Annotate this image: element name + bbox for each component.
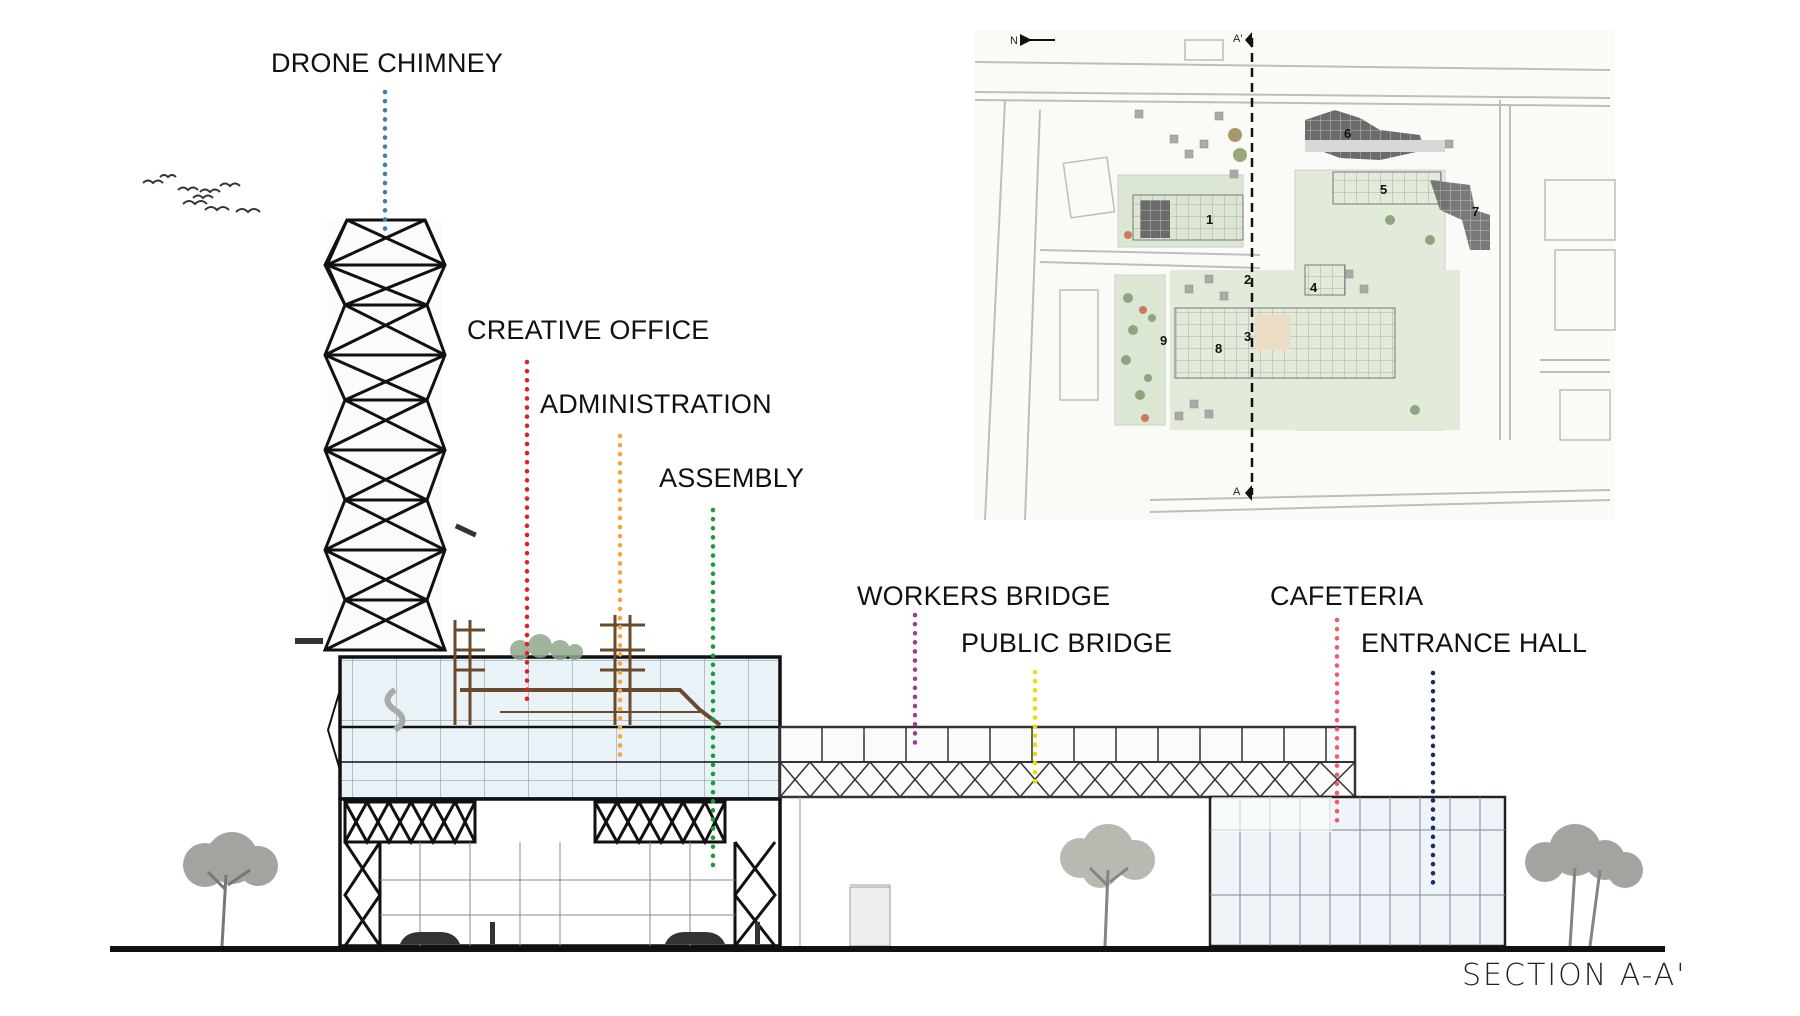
site-plan: A' A N 1 2 3 4 5 6 7 8 9 [974, 30, 1616, 521]
zone-1: 1 [1206, 212, 1213, 227]
zone-3: 3 [1244, 329, 1251, 344]
zone-4: 4 [1310, 280, 1318, 295]
section-title: SECTION A-A' [1462, 958, 1687, 993]
zone-2: 2 [1244, 272, 1251, 287]
zone-7: 7 [1472, 204, 1479, 219]
north-arrow-icon: N [1010, 34, 1055, 47]
label-administration: ADMINISTRATION [540, 389, 772, 419]
zone-5: 5 [1380, 182, 1387, 197]
section-mark-top: A' [1233, 33, 1242, 45]
entrance-hall-building [1208, 795, 1507, 948]
zone-8: 8 [1215, 341, 1222, 356]
bridge-structure [778, 725, 1357, 947]
zone-6: 6 [1344, 126, 1351, 141]
label-public-bridge: PUBLIC BRIDGE [961, 628, 1173, 658]
label-assembly: ASSEMBLY [659, 463, 805, 493]
label-cafeteria: CAFETERIA [1270, 581, 1424, 611]
roof-garden-icon [510, 634, 583, 660]
label-creative-office: CREATIVE OFFICE [467, 315, 710, 345]
label-entrance-hall: ENTRANCE HALL [1361, 628, 1588, 658]
zone-9: 9 [1160, 333, 1167, 348]
birds-icon [142, 174, 261, 214]
north-label: N [1010, 35, 1018, 47]
label-workers-bridge: WORKERS BRIDGE [857, 581, 1111, 611]
label-drone-chimney: DRONE CHIMNEY [271, 48, 504, 78]
car-icon [400, 922, 760, 944]
section-mark-bottom: A [1233, 486, 1241, 498]
tree-icon [183, 824, 1643, 947]
main-building [338, 615, 782, 948]
leader-lines [382, 89, 1436, 893]
drone-chimney-tower [322, 218, 448, 771]
